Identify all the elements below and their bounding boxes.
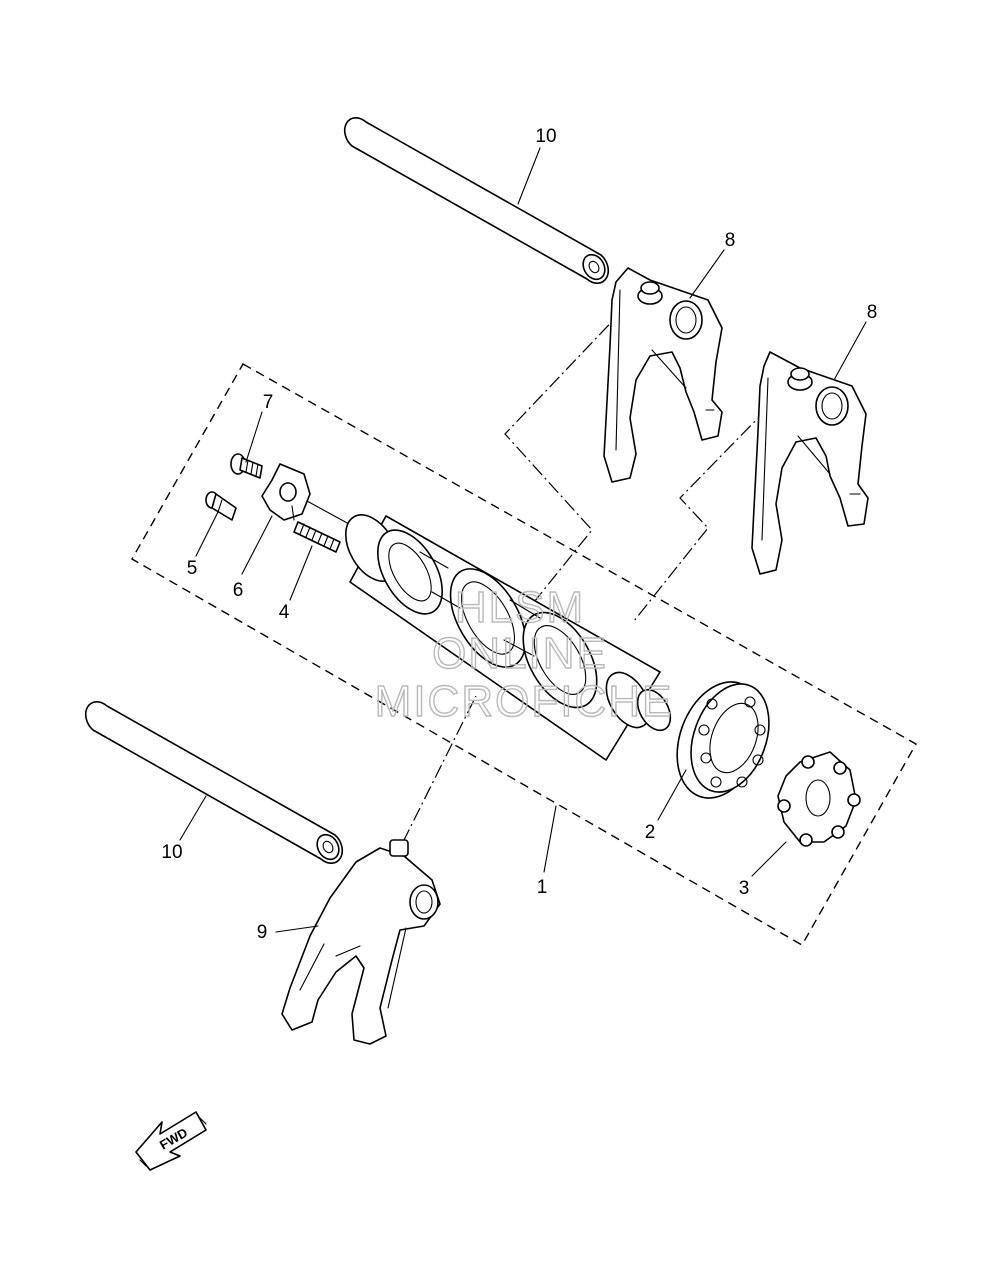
callout-7: 7 [263, 392, 274, 413]
spring-pin [293, 521, 341, 553]
callout-3: 3 [739, 878, 750, 899]
guide-bar-lower [84, 700, 344, 865]
callout-5: 5 [187, 558, 198, 579]
callout-8-second: 8 [867, 302, 878, 323]
shift-fork-b [751, 351, 869, 575]
shift-segment [777, 751, 861, 847]
shift-fork-c [281, 839, 441, 1045]
watermark-line-1: HLSM [455, 583, 585, 632]
callout-10-lower: 10 [161, 842, 182, 863]
callout-4: 4 [279, 602, 290, 623]
callout-8-first: 8 [725, 230, 736, 251]
callout-2: 2 [645, 822, 656, 843]
callout-6: 6 [233, 580, 244, 601]
callout-9: 9 [257, 922, 268, 943]
leader-lines [179, 147, 867, 933]
guide-bar-upper [343, 116, 610, 285]
alignment-line-fork-a [504, 289, 643, 608]
watermark-line-3: MICROFICHE [375, 677, 674, 726]
shift-fork-a [603, 267, 723, 483]
stopper-plate [261, 463, 311, 521]
assembly-outline [131, 363, 917, 946]
watermark-line-2: ONLINE [432, 629, 608, 678]
screw-7 [230, 453, 263, 479]
forward-direction-arrow: FWD [135, 1111, 207, 1171]
shift-drum [344, 514, 672, 761]
alignment-line-fork-b [633, 373, 802, 622]
callout-1: 1 [537, 877, 548, 898]
screw-5 [205, 491, 237, 521]
bearing [676, 681, 770, 799]
alignment-line-fork-c [402, 695, 477, 843]
callout-10-upper: 10 [535, 126, 556, 147]
